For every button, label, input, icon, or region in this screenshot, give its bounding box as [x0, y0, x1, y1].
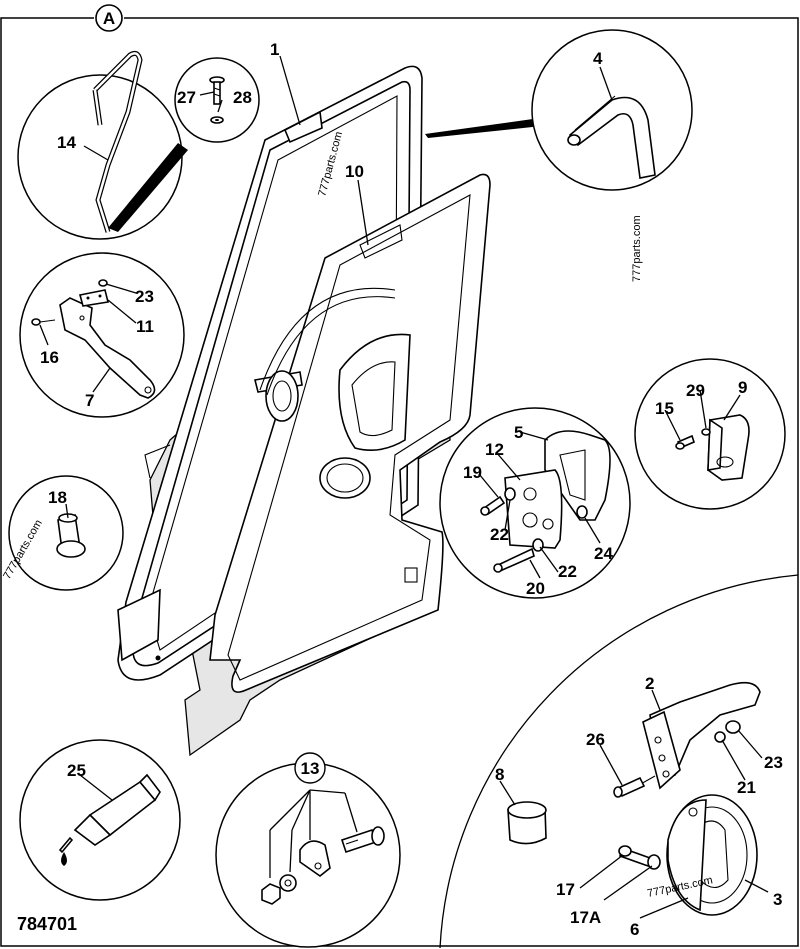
callout-24: 24 — [594, 544, 613, 563]
detail-seal-strip — [425, 29, 693, 191]
callout-15: 15 — [655, 399, 674, 418]
callout-6: 6 — [630, 920, 639, 939]
callout-16: 16 — [40, 348, 59, 367]
callout-23a: 23 — [135, 287, 154, 306]
detail-bracket — [19, 252, 185, 418]
detail-arc-bottom-right — [439, 574, 799, 949]
callout-25: 25 — [67, 761, 86, 780]
diagram-border — [0, 17, 799, 947]
callout-22b: 22 — [558, 562, 577, 581]
callout-2: 2 — [645, 674, 654, 693]
callout-11: 11 — [136, 317, 154, 336]
detail-handle-rod — [17, 50, 188, 240]
callout-20: 20 — [526, 579, 545, 598]
callout-13: 13 — [301, 759, 320, 778]
callout-5: 5 — [514, 423, 523, 442]
callout-4: 4 — [593, 49, 603, 68]
leader-lines — [39, 55, 769, 919]
callout-8: 8 — [495, 765, 504, 784]
callout-7: 7 — [85, 391, 94, 410]
callout-3: 3 — [773, 890, 782, 909]
section-marker-label: A — [103, 9, 115, 28]
callout-14: 14 — [57, 133, 76, 152]
callout-27: 27 — [177, 88, 196, 107]
panel-edge — [144, 444, 171, 479]
callout-23b: 23 — [764, 753, 783, 772]
callout-1: 1 — [270, 40, 279, 59]
callout-13-group: 13 — [294, 752, 326, 784]
callout-19: 19 — [463, 463, 482, 482]
callout-29: 29 — [686, 381, 705, 400]
detail-lock-plate — [439, 407, 631, 599]
detail-striker-plate — [634, 358, 786, 510]
callout-21: 21 — [737, 778, 756, 797]
detail-door-handle-latch — [507, 681, 761, 916]
detail-bushing — [8, 475, 124, 591]
callout-22a: 22 — [490, 525, 509, 544]
callout-labels: 1 2 3 4 5 6 7 8 9 10 11 12 13 14 15 16 1… — [40, 40, 783, 939]
callout-10: 10 — [345, 162, 364, 181]
callout-26: 26 — [586, 730, 605, 749]
callout-17a: 17A — [570, 908, 601, 927]
drawing-number: 784701 — [17, 914, 77, 934]
callout-17: 17 — [556, 880, 575, 899]
callout-9: 9 — [738, 378, 747, 397]
watermark-right: 777parts.com — [631, 215, 643, 282]
callout-12: 12 — [485, 440, 504, 459]
detail-adhesive-tube — [19, 739, 181, 901]
detail-bolt-washer — [174, 57, 260, 143]
detail-hardware-kit — [215, 762, 401, 948]
door-assembly — [209, 173, 491, 693]
callout-28: 28 — [233, 88, 252, 107]
section-marker: A — [94, 4, 124, 32]
callout-18: 18 — [48, 488, 67, 507]
